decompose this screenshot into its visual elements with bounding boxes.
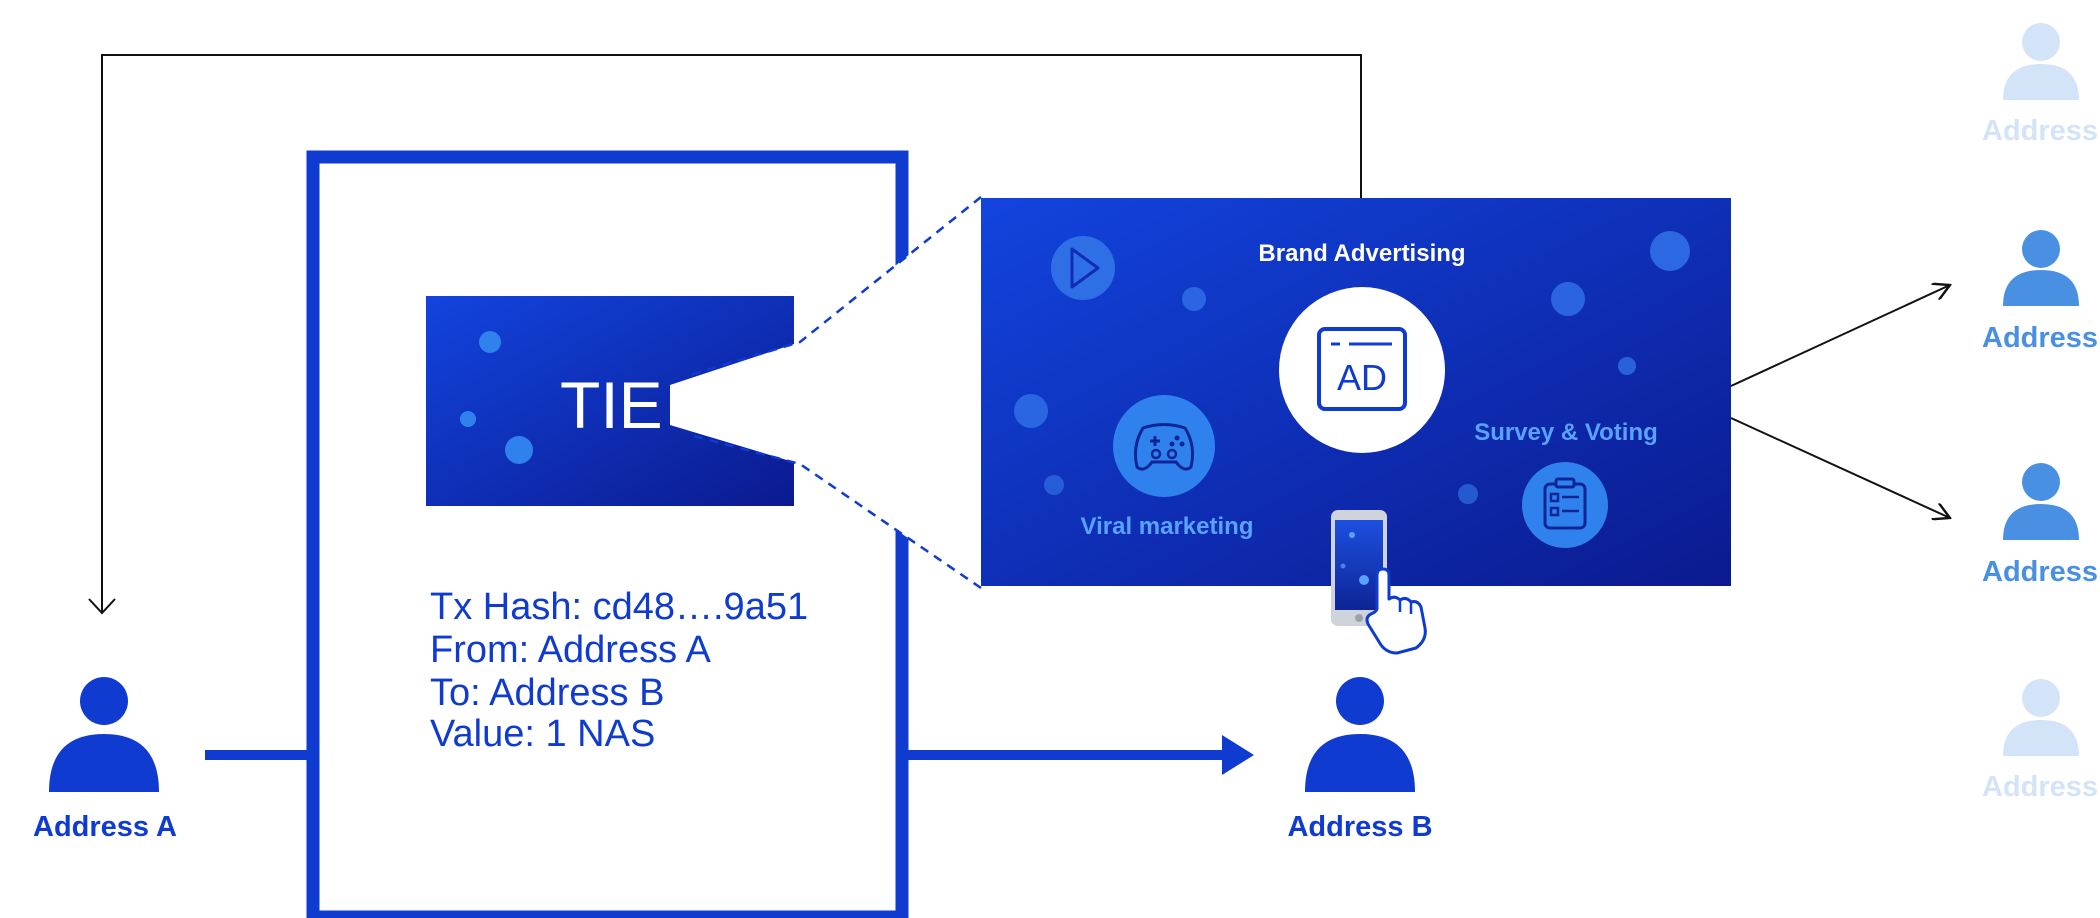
flow-arrow-head	[1222, 735, 1254, 775]
user-icon	[2003, 679, 2079, 756]
clipboard-icon	[1522, 462, 1608, 548]
address-b-label: Address B	[1287, 811, 1432, 843]
ad-bubble	[1650, 231, 1690, 271]
right-address-node: Address	[1982, 23, 2098, 147]
tx-from-line: From: Address A	[430, 629, 712, 671]
ad-icon: AD	[1279, 287, 1445, 453]
distribution-arrow	[1730, 285, 1950, 387]
tie-bubble	[479, 331, 501, 353]
tie-bubble	[460, 411, 476, 427]
tie-bubble	[505, 436, 533, 464]
transaction-details: Tx Hash: cd48….9a51 From: Address A To: …	[430, 586, 808, 755]
feedback-arrow-head	[88, 598, 116, 615]
smartphone-icon	[1331, 510, 1387, 626]
address-a-label: Address A	[33, 811, 177, 843]
right-address-node: Address	[1982, 679, 2098, 803]
user-icon	[1305, 677, 1415, 792]
ad-bubble	[1014, 394, 1048, 428]
pointing-hand-icon	[1365, 567, 1427, 655]
zoom-wedge	[670, 197, 981, 588]
right-address-node: Address	[1982, 463, 2098, 588]
ad-badge-text: AD	[1337, 357, 1387, 398]
tx-hash-line: Tx Hash: cd48….9a51	[430, 586, 808, 628]
zoom-wedge-edge	[689, 196, 982, 590]
viral-marketing-label: Viral marketing	[1081, 513, 1254, 540]
ad-bubble	[1618, 357, 1636, 375]
feedback-arrow	[101, 54, 1362, 612]
address-b-node: Address B	[1287, 677, 1433, 843]
address-a-node: Address A	[33, 677, 177, 843]
survey-voting-label: Survey & Voting	[1474, 419, 1658, 446]
ad-bubble	[1458, 484, 1478, 504]
right-address-label: Address	[1982, 556, 2098, 588]
user-icon	[2003, 463, 2079, 540]
right-address-label: Address	[1982, 115, 2098, 147]
user-icon	[2003, 230, 2079, 306]
user-icon	[49, 677, 159, 792]
right-address-label: Address	[1982, 771, 2098, 803]
user-icon	[2003, 23, 2079, 100]
right-address-label: Address	[1982, 322, 2098, 354]
ad-bubble	[1044, 475, 1064, 495]
tx-value-line: Value: 1 NAS	[430, 713, 655, 755]
ad-bubble	[1182, 287, 1206, 311]
transaction-frame	[306, 150, 909, 918]
tie-text: TIE	[560, 368, 663, 442]
right-address-node: Address	[1982, 230, 2098, 354]
tx-to-line: To: Address B	[430, 672, 664, 714]
gamepad-icon	[1113, 395, 1215, 497]
play-icon	[1051, 236, 1115, 300]
distribution-arrow	[1730, 417, 1950, 518]
ad-bubble	[1551, 282, 1585, 316]
ad-title: Brand Advertising	[1258, 240, 1465, 267]
